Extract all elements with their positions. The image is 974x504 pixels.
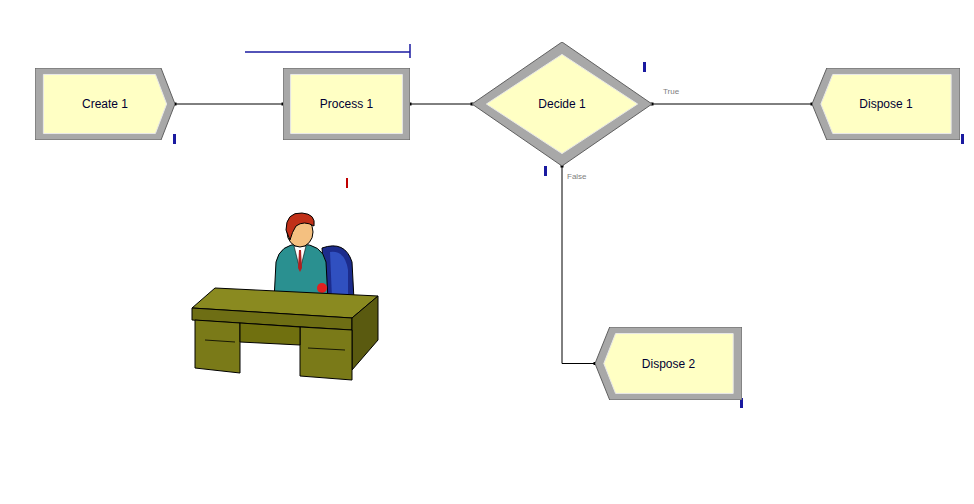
- branch-label: False: [566, 172, 588, 181]
- module-name: Dispose 1: [859, 97, 912, 111]
- connector: [652, 104, 812, 105]
- tally-marker: [961, 134, 964, 144]
- dispose-module: Dispose 2: [595, 327, 742, 400]
- clerk-at-desk: [192, 213, 378, 380]
- module-name: Process 1: [320, 97, 373, 111]
- decide-diamond: Decide 1: [472, 42, 652, 166]
- create-module: Create 1: [35, 68, 175, 140]
- module-name: Create 1: [82, 97, 128, 111]
- connector: [175, 104, 283, 105]
- branch-label: True: [662, 87, 680, 96]
- queue-tick: [409, 44, 411, 58]
- module-name: Decide 1: [538, 97, 585, 111]
- queue-line: [245, 51, 410, 53]
- tally-marker: [544, 166, 547, 176]
- connector: [562, 166, 595, 364]
- tally-marker: [643, 62, 646, 72]
- module-name: Dispose 2: [642, 357, 695, 371]
- connector: [410, 104, 472, 105]
- dispose-module: Dispose 1: [812, 68, 960, 140]
- tally-marker: [173, 134, 176, 144]
- process-module: Process 1: [283, 68, 410, 140]
- resource-marker: [346, 178, 348, 188]
